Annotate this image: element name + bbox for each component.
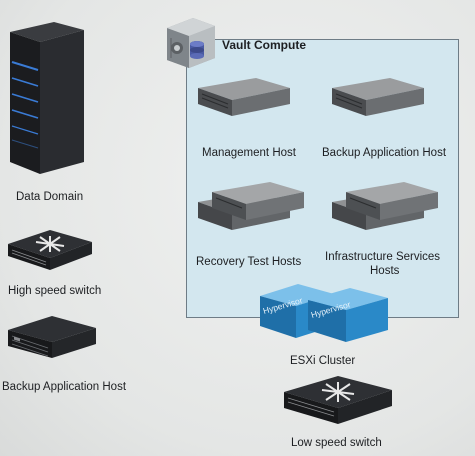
recovery-test-hosts-label: Recovery Test Hosts <box>196 256 302 268</box>
vault-compute-title: Vault Compute <box>222 38 307 52</box>
backup-app-host-vault-label: Backup Application Host <box>322 147 447 159</box>
infrastructure-services-label-line1: Infrastructure Services <box>325 251 441 263</box>
low-speed-switch-icon <box>284 376 392 424</box>
low-speed-switch-label: Low speed switch <box>291 437 382 449</box>
backup-app-host-server-icon <box>332 78 424 116</box>
data-domain-rack-icon <box>10 22 84 174</box>
management-host-label: Management Host <box>202 147 296 159</box>
backup-app-host-appliance-icon <box>8 316 96 358</box>
infrastructure-services-hosts-server-icon <box>332 182 438 230</box>
recovery-test-hosts-server-icon <box>198 182 304 230</box>
backup-app-host-left-label: Backup Application Host <box>2 381 127 393</box>
high-speed-switch-icon <box>8 230 92 270</box>
data-domain-label: Data Domain <box>16 191 84 203</box>
vault-safe-icon <box>167 18 215 68</box>
esxi-cluster-label: ESXi Cluster <box>290 355 356 367</box>
management-host-server-icon <box>198 78 290 116</box>
high-speed-switch-label: High speed switch <box>8 285 102 297</box>
esxi-cluster-icon: Hypervisor Hypervisor <box>260 284 388 342</box>
infrastructure-services-label-line2: Hosts <box>370 265 400 277</box>
